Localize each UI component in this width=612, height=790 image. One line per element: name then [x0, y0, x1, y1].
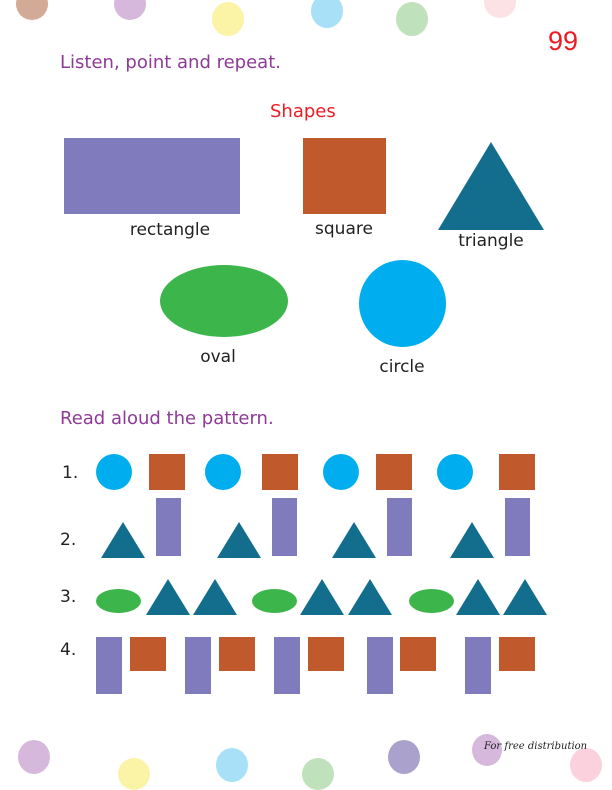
- pattern-triangle: [503, 579, 547, 615]
- decor-dot: [16, 0, 48, 20]
- decor-dot: [216, 748, 248, 782]
- pattern-triangle: [450, 522, 494, 558]
- instruction-listen: Listen, point and repeat.: [60, 52, 281, 73]
- pattern-rectangle: [367, 637, 393, 694]
- row-number-4: 4.: [60, 640, 77, 660]
- shapes-title: Shapes: [270, 101, 336, 122]
- pattern-triangle: [456, 579, 500, 615]
- pattern-triangle: [217, 522, 261, 558]
- pattern-square: [376, 454, 412, 490]
- circle-shape: [359, 260, 446, 347]
- pattern-rectangle: [387, 498, 412, 556]
- pattern-rectangle: [505, 498, 530, 556]
- page-number: 99: [548, 26, 579, 56]
- square-label: square: [315, 219, 373, 239]
- pattern-triangle: [101, 522, 145, 558]
- instruction-pattern: Read aloud the pattern.: [60, 408, 274, 429]
- pattern-square: [219, 637, 255, 671]
- decor-dot: [388, 740, 420, 774]
- decor-dot: [484, 0, 516, 18]
- pattern-rectangle: [274, 637, 300, 694]
- pattern-square: [262, 454, 298, 490]
- circle-label: circle: [379, 357, 425, 377]
- decor-dot: [212, 2, 244, 36]
- pattern-circle: [323, 454, 359, 490]
- pattern-square: [499, 454, 535, 490]
- pattern-rectangle: [272, 498, 297, 556]
- pattern-rectangle: [96, 637, 122, 694]
- pattern-oval: [409, 589, 454, 613]
- decor-dot: [114, 0, 146, 20]
- footer-note: For free distribution: [484, 741, 588, 752]
- pattern-square: [499, 637, 535, 671]
- pattern-triangle: [193, 579, 237, 615]
- row-number-3: 3.: [60, 587, 77, 607]
- decor-dot: [472, 734, 502, 766]
- decor-dot: [302, 758, 334, 790]
- square-shape: [303, 138, 386, 214]
- pattern-circle: [96, 454, 132, 490]
- decor-dot: [396, 2, 428, 36]
- oval-label: oval: [200, 347, 236, 367]
- pattern-oval: [96, 589, 141, 613]
- rectangle-label: rectangle: [129, 220, 211, 240]
- rectangle-shape: [64, 138, 240, 214]
- pattern-rectangle: [156, 498, 181, 556]
- pattern-square: [400, 637, 436, 671]
- decor-dot: [311, 0, 343, 28]
- pattern-rectangle: [185, 637, 211, 694]
- row-number-1: 1.: [62, 463, 79, 483]
- pattern-circle: [205, 454, 241, 490]
- pattern-square: [149, 454, 185, 490]
- triangle-shape: [438, 142, 544, 230]
- decor-dot: [570, 748, 602, 782]
- pattern-circle: [437, 454, 473, 490]
- pattern-triangle: [348, 579, 392, 615]
- triangle-label: triangle: [458, 231, 524, 251]
- pattern-oval: [252, 589, 297, 613]
- pattern-square: [130, 637, 166, 671]
- pattern-rectangle: [465, 637, 491, 694]
- pattern-triangle: [146, 579, 190, 615]
- row-number-2: 2.: [60, 530, 77, 550]
- decor-dot: [18, 740, 50, 774]
- pattern-square: [308, 637, 344, 671]
- oval-shape: [160, 265, 288, 337]
- pattern-triangle: [300, 579, 344, 615]
- pattern-triangle: [332, 522, 376, 558]
- decor-dot: [118, 758, 150, 790]
